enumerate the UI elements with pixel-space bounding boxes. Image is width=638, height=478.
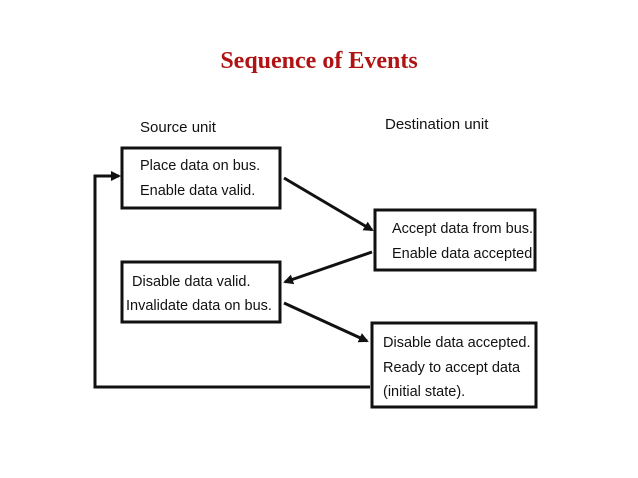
step-2-box xyxy=(373,208,537,272)
step-3-line-1: Disable data valid. xyxy=(132,274,251,290)
step-4-line-1: Disable data accepted. xyxy=(383,335,531,351)
step-3-box xyxy=(120,260,282,324)
source-unit-label: Source unit xyxy=(140,119,217,136)
step-2-line-1: Accept data from bus. xyxy=(392,221,533,237)
destination-unit-label: Destination unit xyxy=(385,116,489,133)
arrow-step4-to-step1-loop xyxy=(93,171,370,389)
step-1-line-1: Place data on bus. xyxy=(140,158,260,174)
step-2-line-2: Enable data accepted xyxy=(392,246,532,262)
step-1-line-2: Enable data valid. xyxy=(140,183,255,199)
step-1-box xyxy=(120,146,282,210)
step-4-line-2: Ready to accept data xyxy=(383,360,521,376)
arrow-step1-to-step2 xyxy=(283,176,374,232)
arrow-step2-to-step3 xyxy=(283,250,373,285)
arrow-step3-to-step4 xyxy=(283,301,369,343)
step-4-line-3: (initial state). xyxy=(383,384,465,400)
step-3-line-2: Invalidate data on bus. xyxy=(126,298,272,314)
page-title: Sequence of Events xyxy=(220,48,418,74)
step-4-box xyxy=(370,321,538,409)
